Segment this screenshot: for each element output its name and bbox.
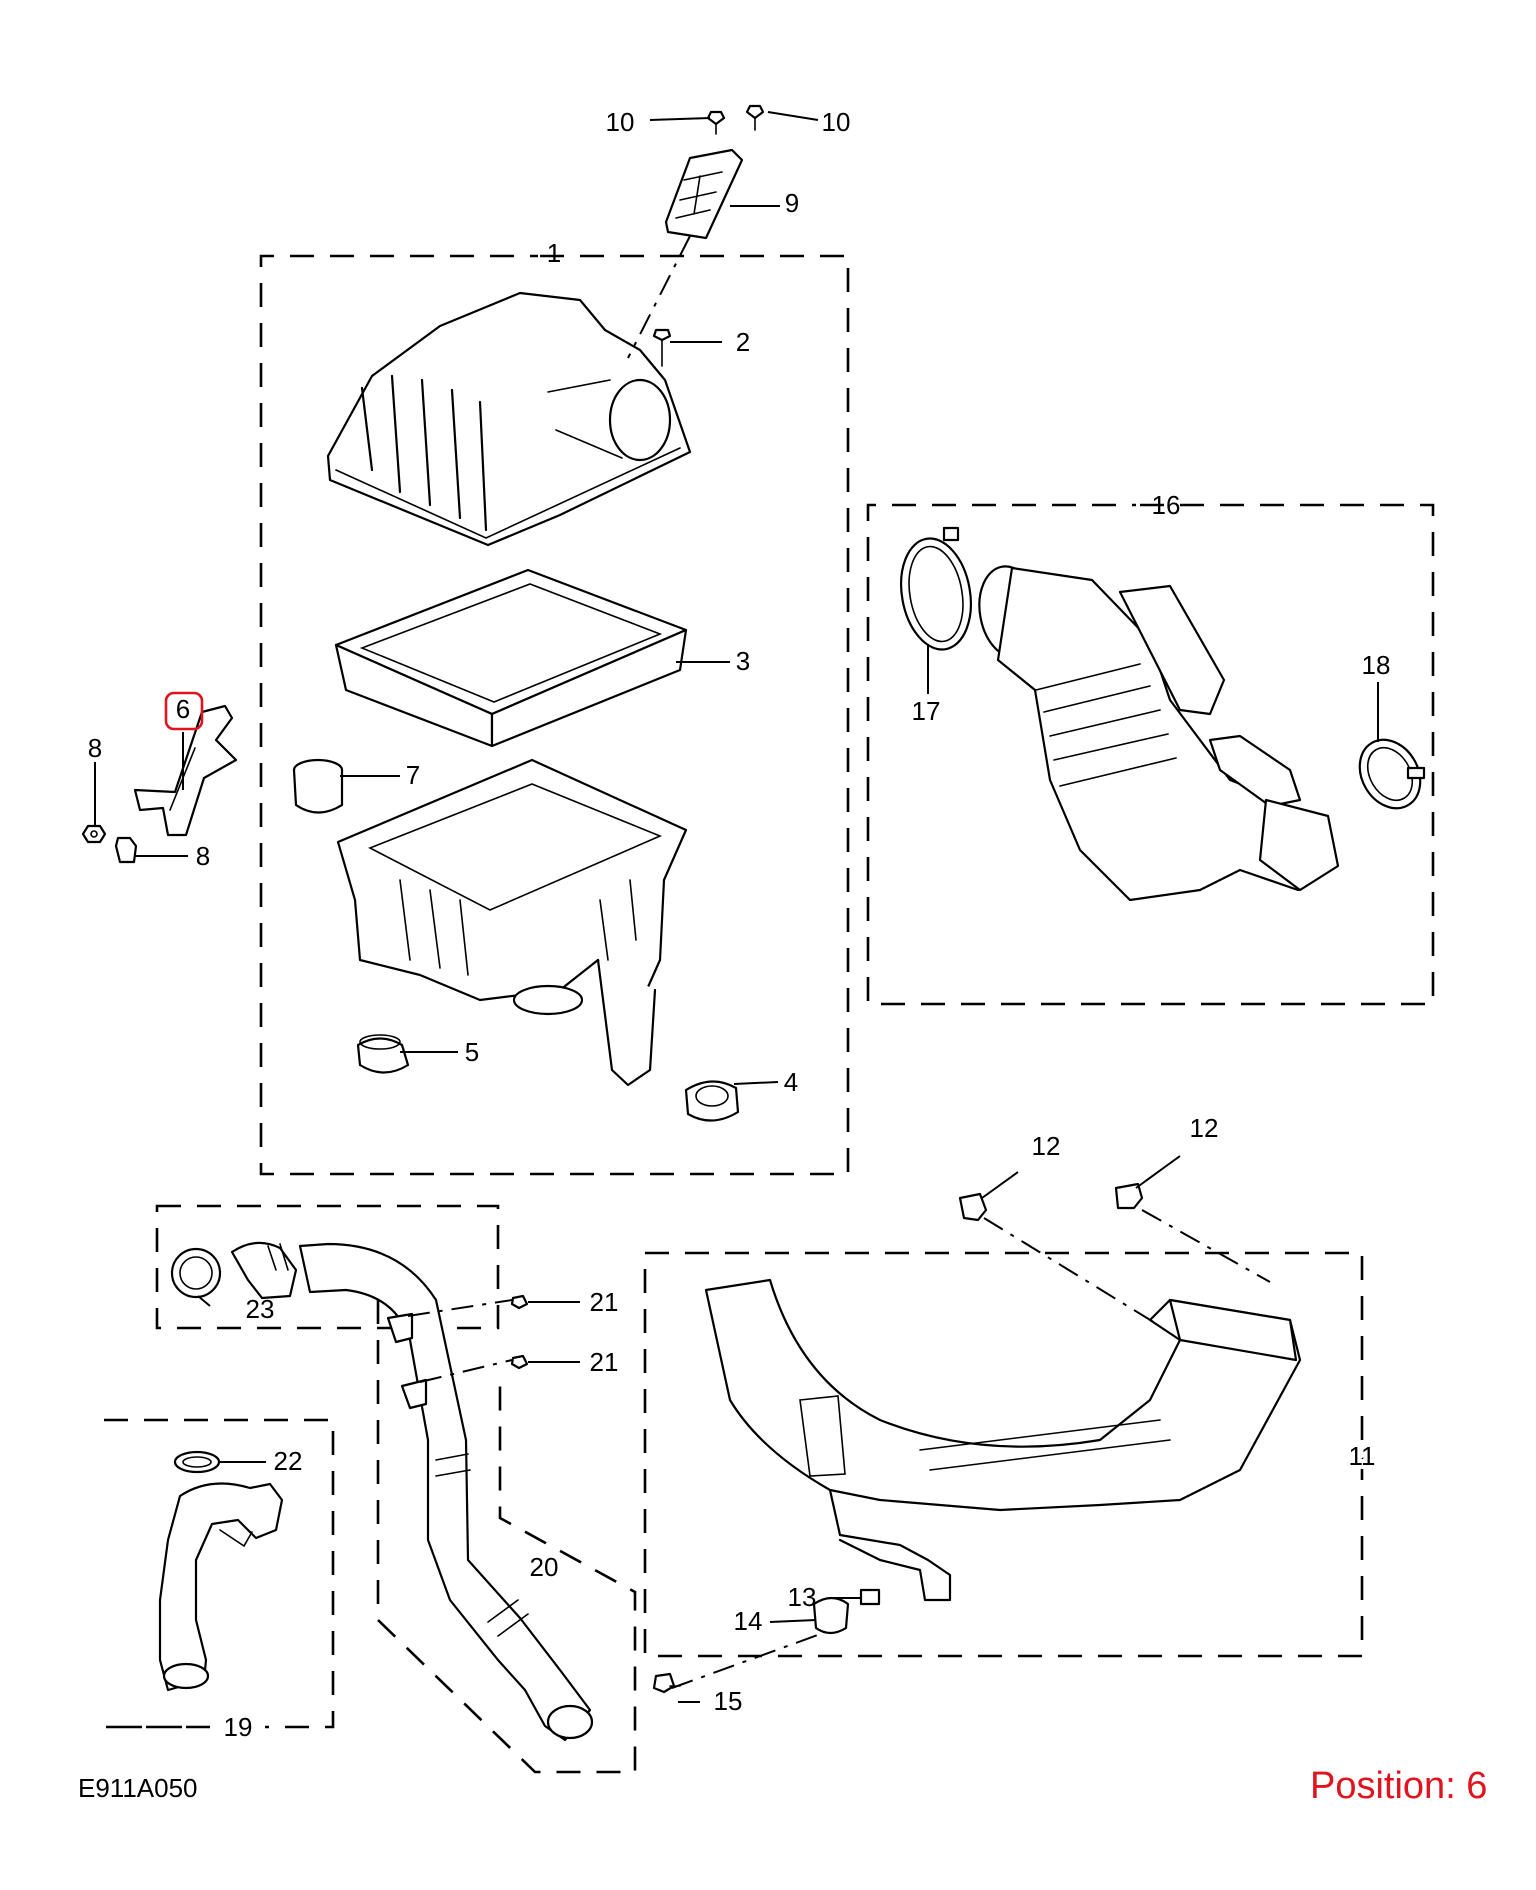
group-box-16 xyxy=(866,503,1435,1006)
callout-22[interactable]: 22 xyxy=(274,1446,303,1476)
position-label: Position: 6 xyxy=(1310,1765,1488,1807)
grommet-5 xyxy=(356,1034,410,1074)
callout-21-lower[interactable]: 21 xyxy=(590,1347,619,1377)
callout-6[interactable]: 6 xyxy=(176,694,190,724)
leader-lines xyxy=(94,111,1379,1703)
callout-18[interactable]: 18 xyxy=(1362,650,1391,680)
callout-19[interactable]: 19 xyxy=(224,1712,253,1742)
intake-duct-16 xyxy=(978,565,1340,902)
grommet-7 xyxy=(292,758,344,814)
airflow-sensor-9 xyxy=(664,148,744,240)
callout-8-upper[interactable]: 8 xyxy=(88,733,102,763)
callout-21-upper[interactable]: 21 xyxy=(590,1287,619,1317)
callout-15[interactable]: 15 xyxy=(714,1686,743,1716)
group-box-19 xyxy=(104,1418,335,1729)
callout-6-highlight xyxy=(164,691,204,731)
group-box-23 xyxy=(155,1204,500,1330)
callout-12-left[interactable]: 12 xyxy=(1032,1131,1061,1161)
callout-1[interactable]: 1 xyxy=(547,238,561,268)
grommet-14 xyxy=(812,1596,850,1635)
group-box-20 xyxy=(376,1300,637,1774)
callout-9[interactable]: 9 xyxy=(785,188,799,218)
callout-14[interactable]: 14 xyxy=(734,1606,763,1636)
callout-17[interactable]: 17 xyxy=(912,696,941,726)
clip-12-left xyxy=(958,1192,988,1222)
callout-11[interactable]: 11 xyxy=(1345,1437,1380,1475)
screw-21-lower xyxy=(510,1354,529,1370)
air-cleaner-cover xyxy=(326,291,692,547)
callout-4[interactable]: 4 xyxy=(784,1067,798,1097)
callout-12-right[interactable]: 12 xyxy=(1190,1113,1219,1143)
elbow-hose-23 xyxy=(230,1241,298,1300)
hose-clamp-18 xyxy=(1358,738,1426,810)
callout-16[interactable]: 16 xyxy=(1152,490,1181,520)
grommet-4 xyxy=(684,1080,740,1122)
breather-hose-19 xyxy=(158,1482,284,1692)
filter-element xyxy=(334,568,688,748)
callout-10-right[interactable]: 10 xyxy=(822,107,851,137)
callout-2[interactable]: 2 xyxy=(736,327,750,357)
callout-10-left[interactable]: 10 xyxy=(606,107,635,137)
nut-8-lower xyxy=(114,836,138,864)
callout-20[interactable]: 20 xyxy=(530,1552,559,1582)
callout-7[interactable]: 7 xyxy=(406,760,420,790)
bush-13 xyxy=(859,1588,881,1606)
callout-13[interactable]: 13 xyxy=(788,1582,817,1612)
callouts: 10 10 9 1 2 3 7 5 4 6 8 8 16 17 18 12 12… xyxy=(88,107,1391,1742)
screw-21-upper xyxy=(510,1294,529,1310)
air-inlet-duct-11 xyxy=(704,1278,1302,1602)
air-cleaner-lower-housing xyxy=(336,758,688,1087)
group-box-1 xyxy=(259,254,850,1176)
diagram-code: E911A050 xyxy=(78,1773,198,1803)
bracket-6 xyxy=(133,704,238,837)
callout-8-lower[interactable]: 8 xyxy=(196,841,210,871)
callout-5[interactable]: 5 xyxy=(465,1037,479,1067)
callout-3[interactable]: 3 xyxy=(736,646,750,676)
bolt-15 xyxy=(652,1672,681,1694)
bolt-2 xyxy=(652,328,672,367)
group-box-11 xyxy=(643,1251,1364,1658)
callout-23[interactable]: 23 xyxy=(246,1294,275,1324)
nut-8-upper xyxy=(81,824,107,844)
breather-hose-20 xyxy=(298,1242,594,1742)
screw-10-right xyxy=(745,104,765,131)
hose-clamp-17 xyxy=(900,526,972,651)
hose-clamp-23 xyxy=(170,1247,222,1299)
screw-10-left xyxy=(706,110,726,135)
hose-clamp-22 xyxy=(173,1450,221,1474)
clip-12-right xyxy=(1114,1182,1144,1210)
